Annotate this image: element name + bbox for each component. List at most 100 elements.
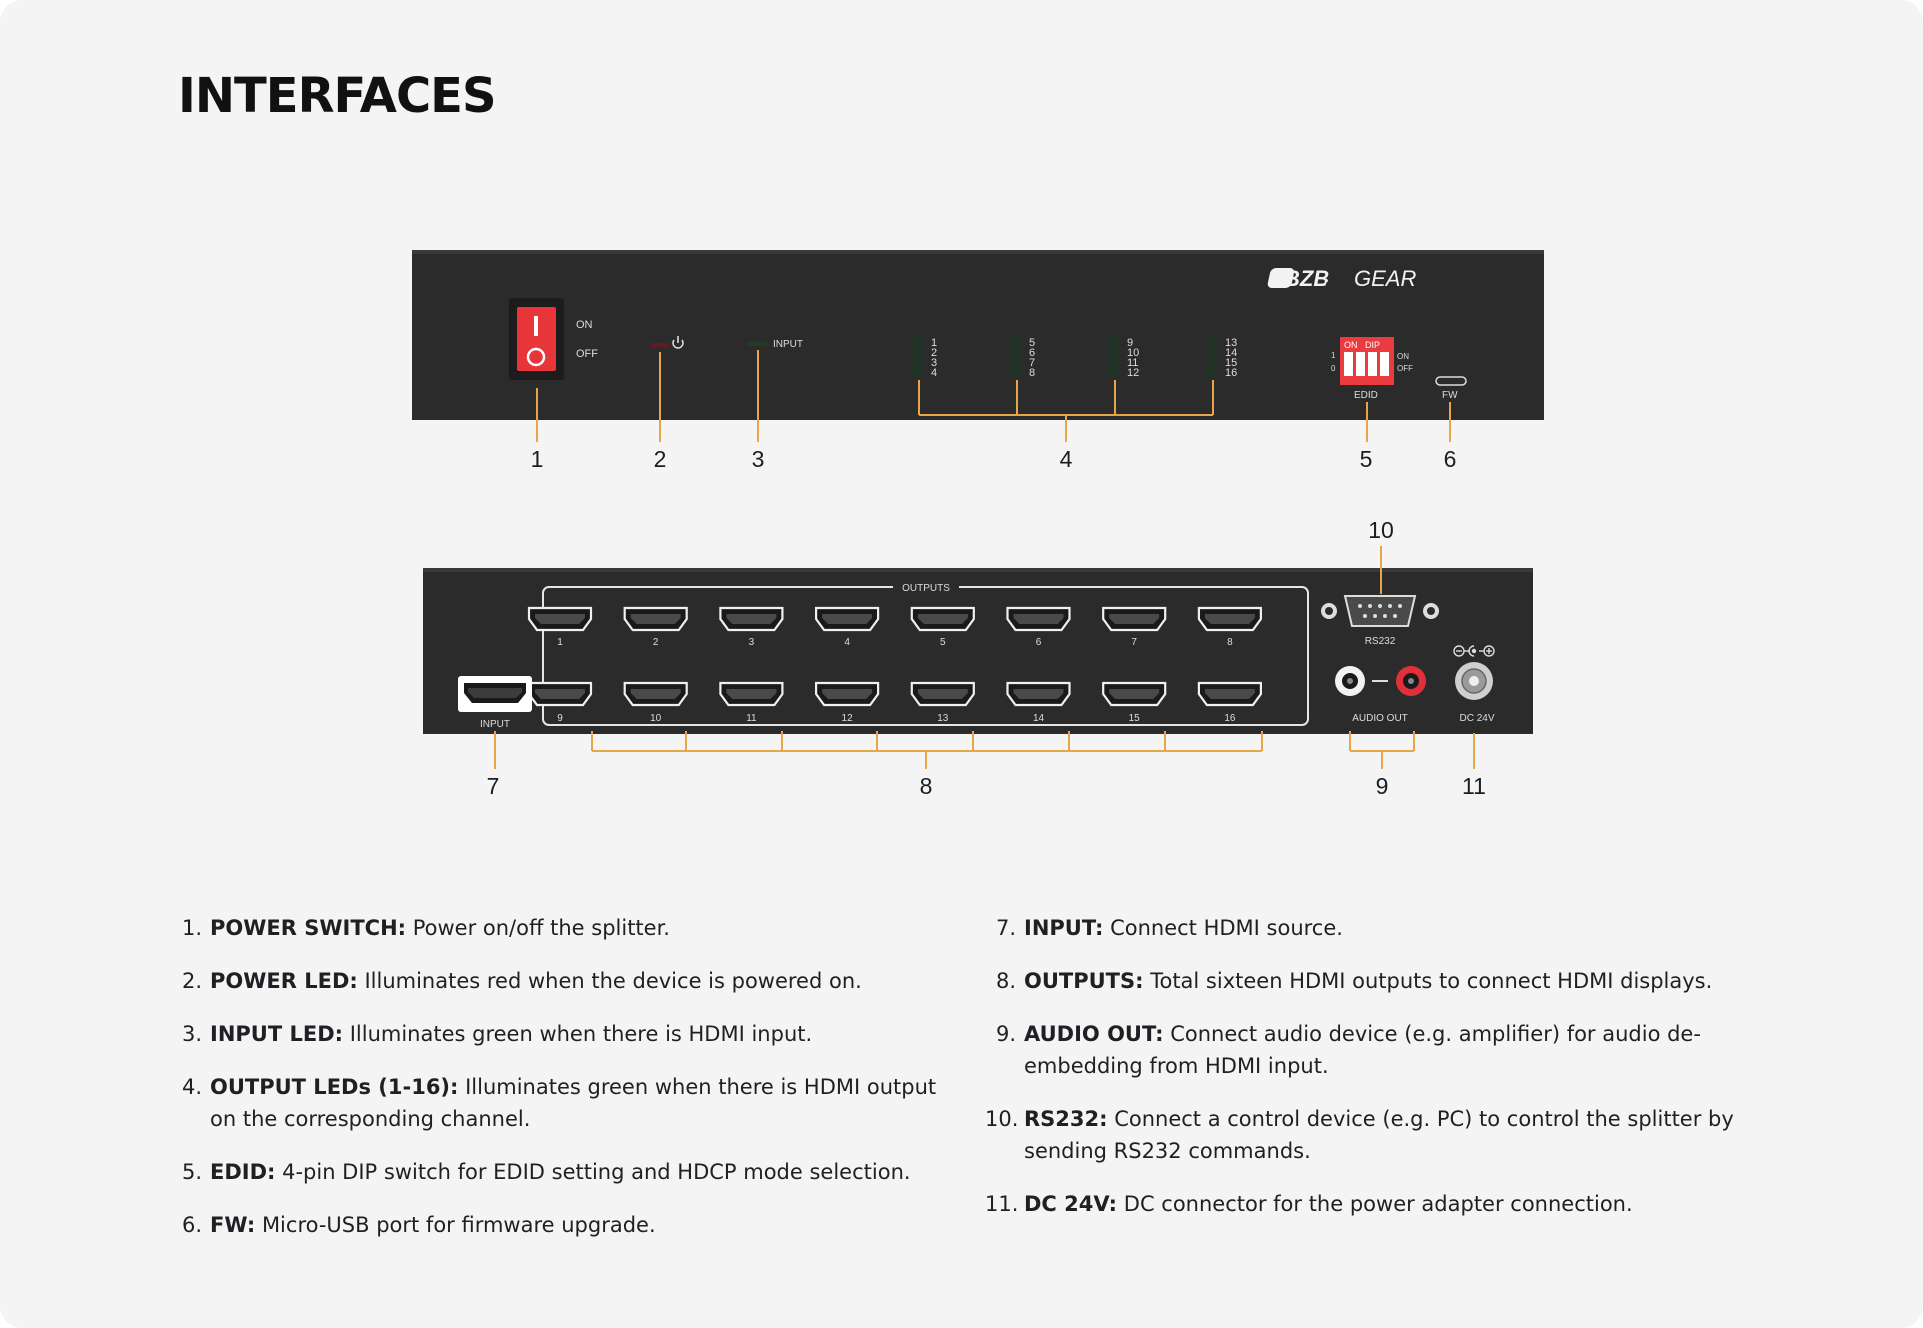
list-item: 8.OUTPUTS: Total sixteen HDMI outputs to…: [985, 965, 1775, 997]
list-item-label: DC 24V:: [1024, 1192, 1118, 1216]
edid-dip-switch: ON DIP 1 0 ON OFF EDID: [1331, 337, 1413, 401]
rear-callout-lines: [494, 546, 1475, 769]
hdmi-output-port: 1: [527, 606, 593, 648]
dc-polarity-icon: [1453, 645, 1495, 657]
list-item-label: FW:: [210, 1213, 256, 1237]
output-port-number: 4: [844, 637, 850, 648]
callout-number: 3: [752, 446, 765, 472]
rear-callout-numbers: 7 8 9 10 11: [487, 517, 1486, 799]
list-item-number: 8.: [995, 969, 1016, 993]
audio-out-label: AUDIO OUT: [1352, 713, 1408, 724]
hdmi-output-port: 11: [719, 681, 784, 724]
output-port-number: 14: [1033, 713, 1045, 724]
callout-number: 10: [1368, 517, 1394, 543]
list-item: 4.OUTPUT LEDs (1-16): Illuminates green …: [180, 1071, 960, 1135]
led-label: 7: [1029, 357, 1035, 369]
output-port-number: 5: [940, 637, 946, 648]
dip-row-0-label: 0: [1331, 364, 1336, 373]
list-item-text: Power on/off the splitter.: [406, 916, 670, 940]
hdmi-output-port: 5: [910, 606, 975, 648]
hdmi-output-port: 4: [815, 606, 880, 648]
interfaces-diagram: ON OFF INPUT 1 2 3 4: [412, 250, 1544, 799]
output-port-number: 12: [842, 713, 854, 724]
list-item-number: 10.: [985, 1107, 1019, 1131]
bzbgear-logo: BZB 2 GEAR: [1267, 266, 1416, 291]
input-led: [747, 342, 767, 346]
led-label: 15: [1225, 357, 1237, 369]
led-label: 3: [931, 357, 937, 369]
input-led-label: INPUT: [773, 339, 803, 350]
hdmi-output-port: 15: [1102, 681, 1167, 724]
output-port-number: 9: [557, 713, 563, 724]
list-item-text: Connect audio device (e.g. amplifier) fo…: [1024, 1022, 1701, 1078]
hdmi-output-port: 2: [623, 606, 688, 648]
led-label: 8: [1029, 367, 1035, 379]
hdmi-output-port: 12: [815, 681, 880, 724]
list-item-label: INPUT:: [1024, 916, 1104, 940]
fw-label: FW: [1442, 390, 1458, 401]
led-label: 11: [1127, 357, 1138, 369]
output-port-number: 3: [749, 637, 755, 648]
list-item-label: AUDIO OUT:: [1024, 1022, 1164, 1046]
led-label: 14: [1225, 347, 1237, 359]
led-label: 1: [931, 337, 937, 349]
switch-on-label: ON: [576, 319, 593, 331]
led-label: 16: [1225, 367, 1237, 379]
edid-label: EDID: [1354, 390, 1378, 401]
callout-number: 8: [920, 773, 933, 799]
hdmi-output-port: 14: [1006, 681, 1071, 724]
list-item-number: 9.: [995, 1022, 1016, 1046]
list-item-number: 4.: [181, 1075, 202, 1099]
hdmi-output-port: 10: [623, 681, 688, 724]
rs232-port: [1321, 595, 1439, 627]
output-port-number: 13: [937, 713, 949, 724]
page-title: INTERFACES: [178, 68, 497, 124]
input-label: INPUT: [480, 719, 510, 730]
list-item-number: 1.: [181, 916, 202, 940]
callout-number: 6: [1444, 446, 1457, 472]
led-label: 5: [1029, 337, 1035, 349]
list-item-number: 3.: [181, 1022, 202, 1046]
front-panel: ON OFF INPUT 1 2 3 4: [412, 250, 1544, 420]
micro-usb-port: [1435, 376, 1467, 386]
list-item: 11.DC 24V: DC connector for the power ad…: [985, 1188, 1775, 1220]
list-item-text: Illuminates green when there is HDMI out…: [210, 1075, 937, 1131]
dip-on-label: ON: [1397, 352, 1409, 361]
list-item-text: Connect HDMI source.: [1103, 916, 1343, 940]
output-port-number: 7: [1131, 637, 1137, 648]
front-callout-lines: [536, 350, 1451, 442]
svg-text:2: 2: [1325, 270, 1336, 289]
list-item-number: 6.: [181, 1213, 202, 1237]
led-label: 13: [1225, 337, 1237, 349]
hdmi-output-port: 7: [1102, 606, 1167, 648]
led-label: 6: [1029, 347, 1035, 359]
list-left-column: 1. POWER SWITCH: Power on/off the splitte…: [180, 912, 960, 1262]
list-item-text: Illuminates red when the device is power…: [357, 969, 862, 993]
list-item-text: Illuminates green when there is HDMI inp…: [343, 1022, 813, 1046]
dip-row-1-label: 1: [1331, 351, 1336, 360]
callout-number: 7: [487, 773, 500, 799]
list-item-text: Connect a control device (e.g. PC) to co…: [1024, 1107, 1734, 1163]
list-item-label: RS232:: [1024, 1107, 1108, 1131]
list-item-label: POWER SWITCH:: [210, 916, 407, 940]
callout-number: 11: [1462, 773, 1486, 799]
hdmi-output-port: 9: [527, 681, 593, 724]
list-item-text: Micro-USB port for firmware upgrade.: [255, 1213, 656, 1237]
output-port-number: 1: [557, 637, 563, 648]
list-item-label: OUTPUTS:: [1024, 969, 1144, 993]
audio-out-jacks: [1335, 666, 1426, 696]
dip-off-label: OFF: [1397, 364, 1413, 373]
list-item: 7.INPUT: Connect HDMI source.: [985, 912, 1775, 944]
callout-number: 1: [531, 446, 544, 472]
dip-header: ON DIP: [1344, 340, 1380, 350]
list-item-label: POWER LED:: [210, 969, 358, 993]
output-port-number: 15: [1129, 713, 1141, 724]
hdmi-output-port: 13: [910, 681, 975, 724]
hdmi-input-port: [458, 676, 532, 712]
hdmi-output-port: 8: [1197, 606, 1262, 648]
led-label: 4: [931, 367, 937, 379]
output-port-number: 8: [1227, 637, 1233, 648]
list-item: 9. AUDIO OUT: Connect audio device (e.g. …: [985, 1018, 1775, 1082]
